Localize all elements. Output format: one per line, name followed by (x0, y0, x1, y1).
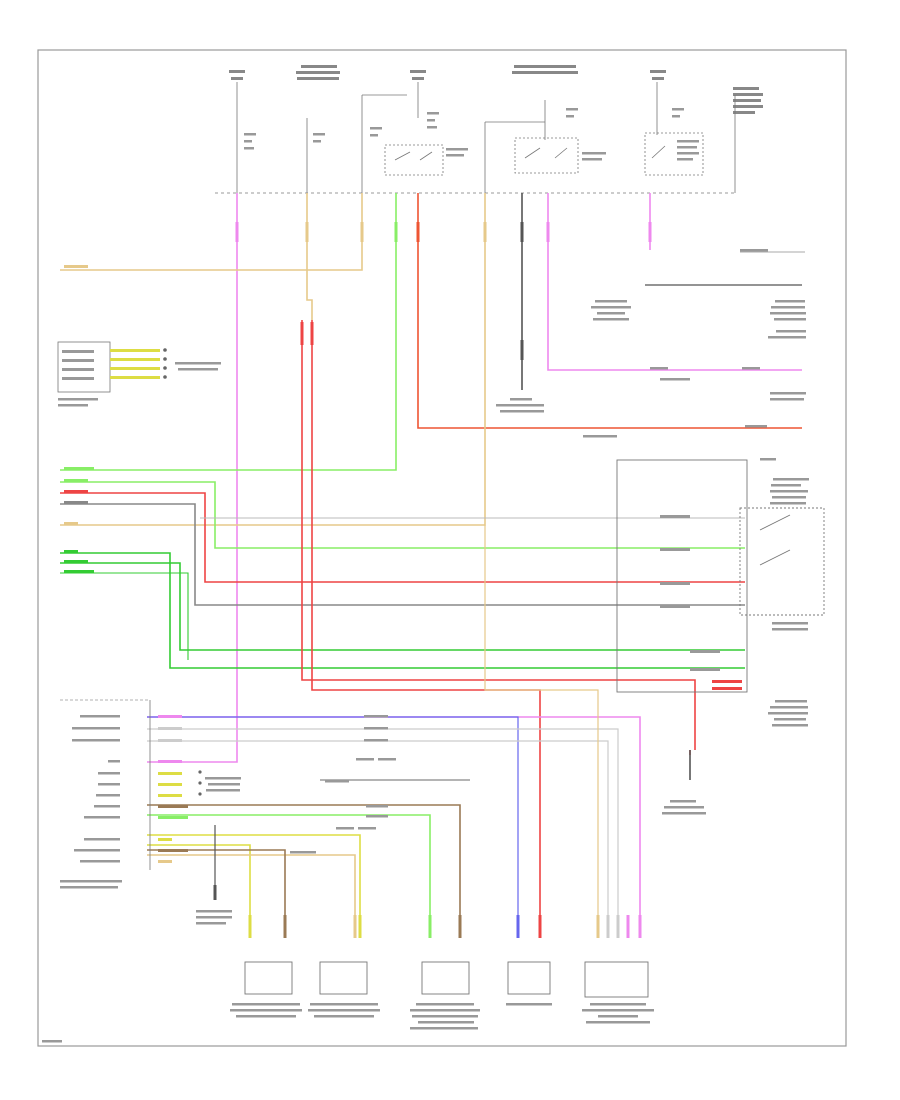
wire-tan-ecm (484, 525, 599, 935)
fan-control-module (616, 459, 825, 693)
wires (60, 193, 805, 935)
wire-green-2 (60, 552, 745, 669)
wire-tan-ecm2 (147, 854, 356, 935)
wire-tan-2 (60, 193, 363, 271)
wire-pink-2 (547, 193, 802, 371)
wire-yellow-ecm2 (147, 844, 251, 935)
wire-green-ecm (147, 814, 431, 935)
wire-red-2 (311, 320, 541, 935)
wire-yellow-ecm (147, 834, 361, 935)
wire-gray-ecm1 (147, 728, 619, 935)
left-wire-labels (64, 265, 94, 573)
wire-brown-ecm2 (147, 849, 286, 935)
wire-blue-ecm (147, 716, 519, 935)
connector-left (57, 341, 221, 407)
ecm (60, 699, 396, 889)
module-5 (584, 961, 649, 998)
wire-brown-ecm (147, 804, 461, 935)
switch-4 (507, 961, 551, 995)
wire-gray-ecm2 (147, 740, 609, 935)
wire-pink-main (147, 193, 238, 763)
right-labels (496, 249, 809, 815)
relay-1 (384, 144, 468, 176)
wire-tan-1 (306, 193, 313, 320)
wire-green-1 (60, 193, 397, 471)
wire-green-3 (60, 562, 745, 651)
relay-3 (644, 132, 704, 176)
sensor-1 (244, 961, 293, 995)
sensor-2 (319, 961, 368, 995)
relay-2 (514, 137, 606, 174)
wire-gray-3 (60, 492, 745, 583)
wire-pink-ecm (147, 716, 641, 935)
wire-red-3 (301, 320, 696, 750)
wire-red-1 (417, 193, 802, 429)
top-labels (229, 65, 763, 114)
sensor-3 (421, 961, 470, 995)
bottom-labels (42, 910, 654, 1043)
bottom-components (244, 961, 649, 998)
wire-gray-4 (60, 503, 745, 606)
fuse-labels (244, 108, 684, 150)
connector-pins-top (235, 222, 652, 360)
wire-gray-2 (60, 481, 745, 549)
wire-green-4 (60, 572, 189, 660)
fuse-box-top (215, 82, 736, 194)
bottom-pins (213, 885, 642, 938)
diagram-border (37, 49, 847, 1047)
